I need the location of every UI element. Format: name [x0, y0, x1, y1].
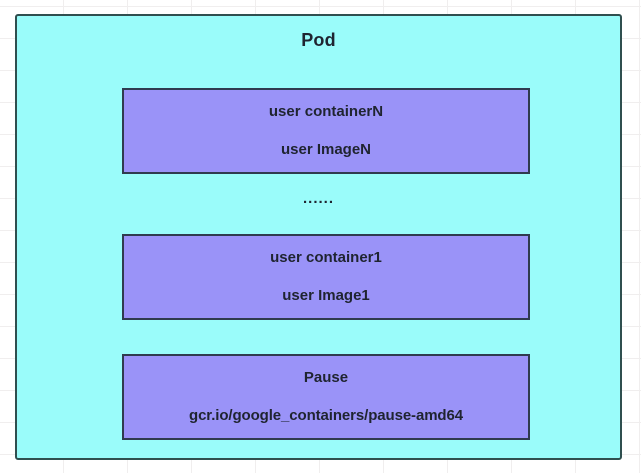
container1-image-label: user Image1 [282, 287, 370, 304]
container1-title-label: user container1 [270, 248, 382, 266]
pause-image-label: gcr.io/google_containers/pause-amd64 [189, 407, 463, 424]
containerN-image-label: user ImageN [280, 141, 372, 158]
pod-container-box: Pod user containerN user ImageN ...... u… [15, 14, 622, 460]
ellipsis-label: ...... [302, 190, 334, 207]
containerN-title-label: user containerN [268, 102, 384, 120]
container-box-container1: user container1 user Image1 [122, 234, 530, 320]
container-box-pause: Pause gcr.io/google_containers/pause-amd… [122, 354, 530, 440]
container-box-containerN: user containerN user ImageN [122, 88, 530, 174]
pause-title-label: Pause [303, 368, 349, 386]
pod-title-label: Pod [301, 30, 336, 50]
